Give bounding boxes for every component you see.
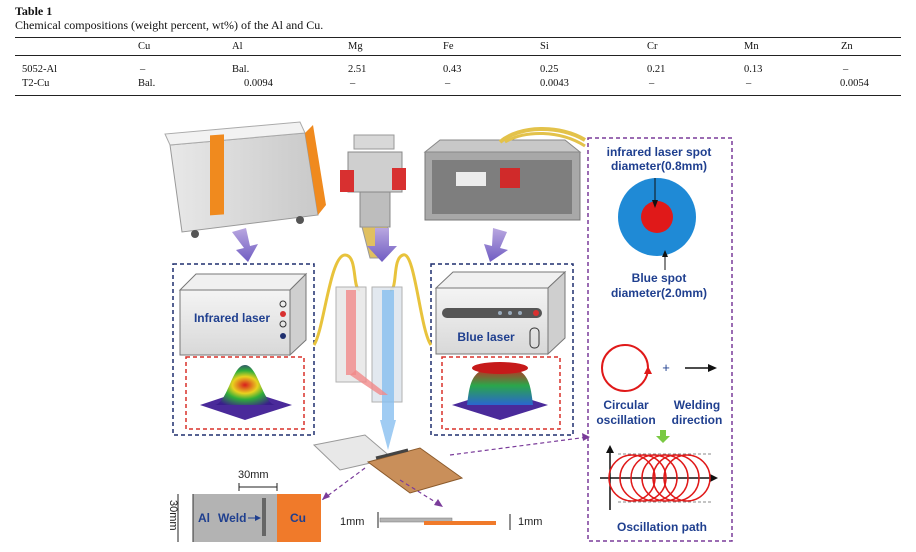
oscillation-path-label: Oscillation path (617, 520, 707, 534)
infrared-beam-profile-plot (200, 365, 292, 420)
sample-height-label: 30mm (167, 500, 179, 531)
arrowhead-icon (644, 366, 652, 374)
table-cell: 0.21 (647, 64, 666, 75)
oscillation-path-diagram (600, 445, 718, 510)
table-caption: Chemical compositions (weight percent, w… (15, 18, 324, 32)
table-cell: 2.51 (348, 64, 367, 75)
down-arrow-icon (232, 228, 258, 262)
table-cell: 0.13 (744, 64, 763, 75)
table-cell: Bal. (232, 64, 250, 75)
pointer-arrow-cross-section (399, 479, 441, 506)
pointer-arrow-oscillation (449, 436, 589, 456)
blue-spot-diameter: diameter(2.0mm) (611, 286, 707, 300)
workpiece-plates-illustration (312, 434, 464, 494)
table-cell: 0.0054 (840, 78, 869, 89)
table-cell: – (649, 78, 655, 89)
table-cell: – (843, 64, 849, 75)
cu-plate-label: Cu (290, 511, 306, 525)
col-header-al: Al (232, 41, 243, 52)
infrared-spot-label: infrared laser spot (607, 145, 712, 159)
col-header-fe: Fe (443, 41, 454, 52)
circular-oscillation-icon (601, 344, 649, 392)
infrared-beam-profile-frame (185, 356, 305, 430)
laser-spot-diagram (618, 178, 696, 270)
arrowhead-icon (322, 492, 330, 500)
cross-section-view (377, 512, 511, 530)
arrowhead-icon (708, 364, 717, 372)
circular-oscillation-label-2: oscillation (596, 413, 655, 427)
table-cell: 0.0094 (244, 78, 273, 89)
down-arrow-icon (367, 228, 397, 262)
welding-direction-label: Welding (674, 398, 720, 412)
blue-laser-label: Blue laser (457, 330, 515, 344)
col-header-cr: Cr (647, 41, 658, 52)
col-header-mg: Mg (348, 41, 363, 52)
table-bottom-rule (15, 95, 901, 96)
spot-oscillation-panel (587, 137, 733, 542)
arrowhead-icon (582, 433, 590, 441)
table-cell: – (746, 78, 752, 89)
weld-label: Weld (218, 511, 246, 525)
hybrid-laser-head-schematic (335, 286, 403, 450)
pointer-arrow-sample (321, 467, 366, 501)
col-header-si: Si (540, 41, 549, 52)
infrared-fiber-cable (312, 253, 361, 346)
col-header-zn: Zn (841, 41, 853, 52)
table-cell: – (445, 78, 451, 89)
table-cell: 0.0043 (540, 78, 569, 89)
table-top-rule (15, 37, 901, 38)
welding-direction-label-2: direction (672, 413, 723, 427)
arrowhead-icon (255, 515, 261, 521)
blue-laser-frame (430, 263, 574, 436)
laser-head-image (340, 134, 406, 259)
table-cell: Bal. (138, 78, 156, 89)
row-label: T2-Cu (22, 78, 50, 89)
blue-beam-profile-plot (452, 362, 548, 420)
blue-fiber-cable (389, 253, 433, 346)
table-cell: – (140, 64, 146, 75)
plus-sign: + (662, 360, 670, 375)
sample-width-label: 30mm (238, 469, 269, 481)
blue-laser-machine-image (423, 127, 587, 221)
al-thickness-label: 1mm (340, 516, 364, 528)
sample-top-view (177, 483, 321, 542)
infrared-laser-machine-image (164, 121, 326, 238)
row-label: 5052-Al (22, 64, 57, 75)
table-cell: 0.43 (443, 64, 462, 75)
al-plate-label: Al (198, 511, 210, 525)
table-header-rule (15, 55, 901, 56)
infrared-laser-frame (172, 263, 315, 436)
cu-thickness-label: 1mm (518, 516, 542, 528)
col-header-cu: Cu (138, 41, 151, 52)
infrared-spot-diameter: diameter(0.8mm) (611, 159, 707, 173)
infrared-laser-label: Infrared laser (194, 311, 270, 325)
blue-spot-label: Blue spot (632, 271, 687, 285)
green-down-arrow-icon (656, 430, 670, 443)
circular-oscillation-label: Circular (603, 398, 649, 412)
arrowhead-icon (434, 499, 443, 507)
blue-laser-unit-illustration (434, 270, 567, 356)
table-cell: – (350, 78, 356, 89)
table-title: Table 1 (15, 4, 53, 18)
infrared-laser-unit-illustration (178, 272, 308, 357)
col-header-mn: Mn (744, 41, 759, 52)
blue-beam-profile-frame (441, 356, 561, 430)
down-arrow-icon (484, 228, 508, 262)
table-cell: 0.25 (540, 64, 559, 75)
